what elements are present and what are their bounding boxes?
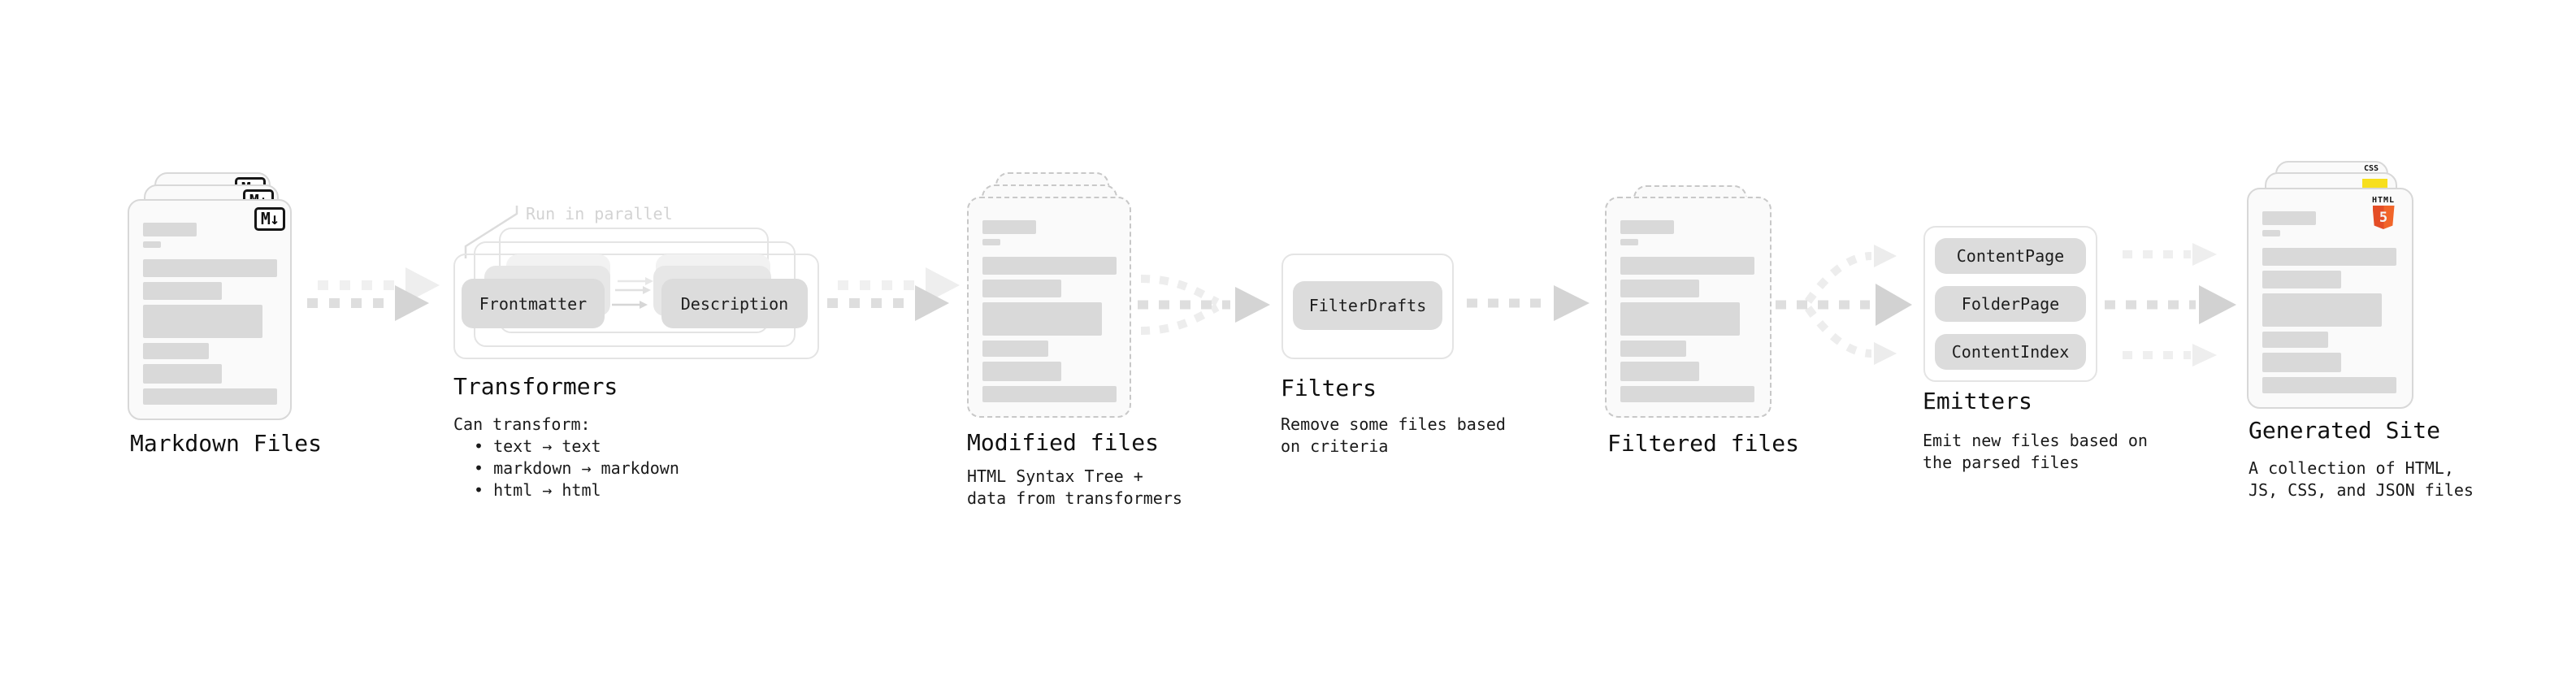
stage-description: A collection of HTML, JS, CSS, and JSON … [2249,458,2474,501]
stage-filtered-files: Filtered files [1605,174,1799,456]
stage-title: Transformers [453,373,618,400]
stage-description: Can transform: • text → text • markdown … [453,414,679,501]
transformer-box [453,254,819,359]
doc-line [2262,248,2396,266]
doc-line [982,220,1036,234]
doc-line [1620,340,1686,357]
doc-card: HTML 5 [2247,188,2413,409]
stage-filters: FilterDrafts Filters Remove some files b… [1281,252,1506,463]
emitter-node-contentindex: ContentIndex [1935,334,2086,370]
doc-line [982,362,1061,381]
emitter-node-folderpage: FolderPage [1935,286,2086,322]
doc-card [1605,197,1772,418]
doc-line [982,386,1117,402]
flow-arrow-modified-to-filters [1138,275,1270,335]
stage-description: Emit new files based on the parsed files [1923,430,2148,474]
run-in-parallel-callout-line [464,206,518,258]
desc-line: JS, CSS, and JSON files [2249,480,2474,500]
doc-line [143,282,222,300]
desc-line: the parsed files [1923,453,2079,472]
markdown-icon: M↓ [254,207,285,231]
stage-emitters: ContentPage FolderPage ContentIndex Emit… [1923,226,2148,478]
doc-line [2262,211,2316,225]
doc-line [1620,239,1638,245]
stage-title: Generated Site [2249,417,2441,444]
filter-node-filterdrafts: FilterDrafts [1293,281,1442,330]
desc-line: Emit new files based on [1923,431,2148,450]
run-in-parallel-note: Run in parallel [526,204,673,223]
doc-line [1620,362,1699,381]
doc-line [2262,271,2341,288]
doc-content-lines [2262,211,2396,393]
doc-line [982,302,1102,336]
stage-description: HTML Syntax Tree + data from transformer… [967,466,1182,510]
doc-line [1620,220,1674,234]
doc-line [982,257,1117,275]
doc-line [1620,257,1754,275]
doc-line [2262,353,2341,372]
stage-generated-site: CSS HTML 5 Generated Site A collectio [2243,159,2474,509]
stage-title: Markdown Files [130,430,323,457]
stage-title: Filters [1281,375,1377,401]
desc-line: HTML Syntax Tree + [967,466,1143,486]
doc-content-lines [1620,220,1754,402]
doc-line [1620,302,1740,336]
parallel-arrows-icon [612,277,653,309]
doc-line [143,305,262,338]
doc-line [2262,332,2328,348]
flow-arrow-emitters-to-generated [2105,243,2236,367]
desc-line: Can transform: [453,414,591,434]
stage-title: Emitters [1923,388,2032,414]
doc-line [143,259,277,277]
doc-line [1620,280,1699,297]
desc-line: on criteria [1281,436,1389,456]
filters-box [1281,254,1454,359]
desc-bullet: • markdown → markdown [474,458,679,478]
transformer-node-description: Description [661,279,808,328]
doc-content-lines [982,220,1117,402]
doc-line [2262,377,2396,393]
doc-card: M↓ [128,199,292,420]
doc-line [982,239,1000,245]
flow-arrow-filters-to-filtered [1467,285,1589,321]
doc-line [1620,386,1754,402]
stage-modified-files: Modified files HTML Syntax Tree + data f… [965,171,1182,512]
desc-bullet: • html → html [474,480,601,500]
doc-line [982,280,1061,297]
doc-line [143,364,222,384]
flow-arrow-transformers-to-modified [827,267,960,321]
flow-arrow-filtered-to-emitters [1776,245,1912,365]
desc-line: data from transformers [967,488,1182,508]
desc-line: Remove some files based [1281,414,1506,434]
desc-line: A collection of HTML, [2249,458,2454,478]
desc-bullet: • text → text [474,436,601,456]
doc-line [2262,293,2382,327]
doc-line [143,241,161,248]
doc-line [143,343,209,359]
doc-line [982,340,1048,357]
stage-description: Remove some files based on criteria [1281,414,1506,458]
doc-line [2262,230,2280,236]
html5-icon: HTML 5 [2363,196,2404,229]
flow-arrow-markdown-to-transformers [307,267,440,321]
emitters-box [1923,226,2097,382]
stage-title: Filtered files [1607,430,1800,457]
doc-content-lines [143,223,277,405]
doc-line [143,223,197,236]
stage-markdown-files: M↓ M↓ M↓ Markdown Files [128,167,322,476]
emitter-node-contentpage: ContentPage [1935,238,2086,274]
stage-transformers: Run in parallel Frontmatter Description … [452,199,830,508]
transformer-node-frontmatter: Frontmatter [462,279,605,328]
doc-card [967,197,1131,418]
stage-title: Modified files [967,429,1160,456]
doc-line [143,388,277,405]
